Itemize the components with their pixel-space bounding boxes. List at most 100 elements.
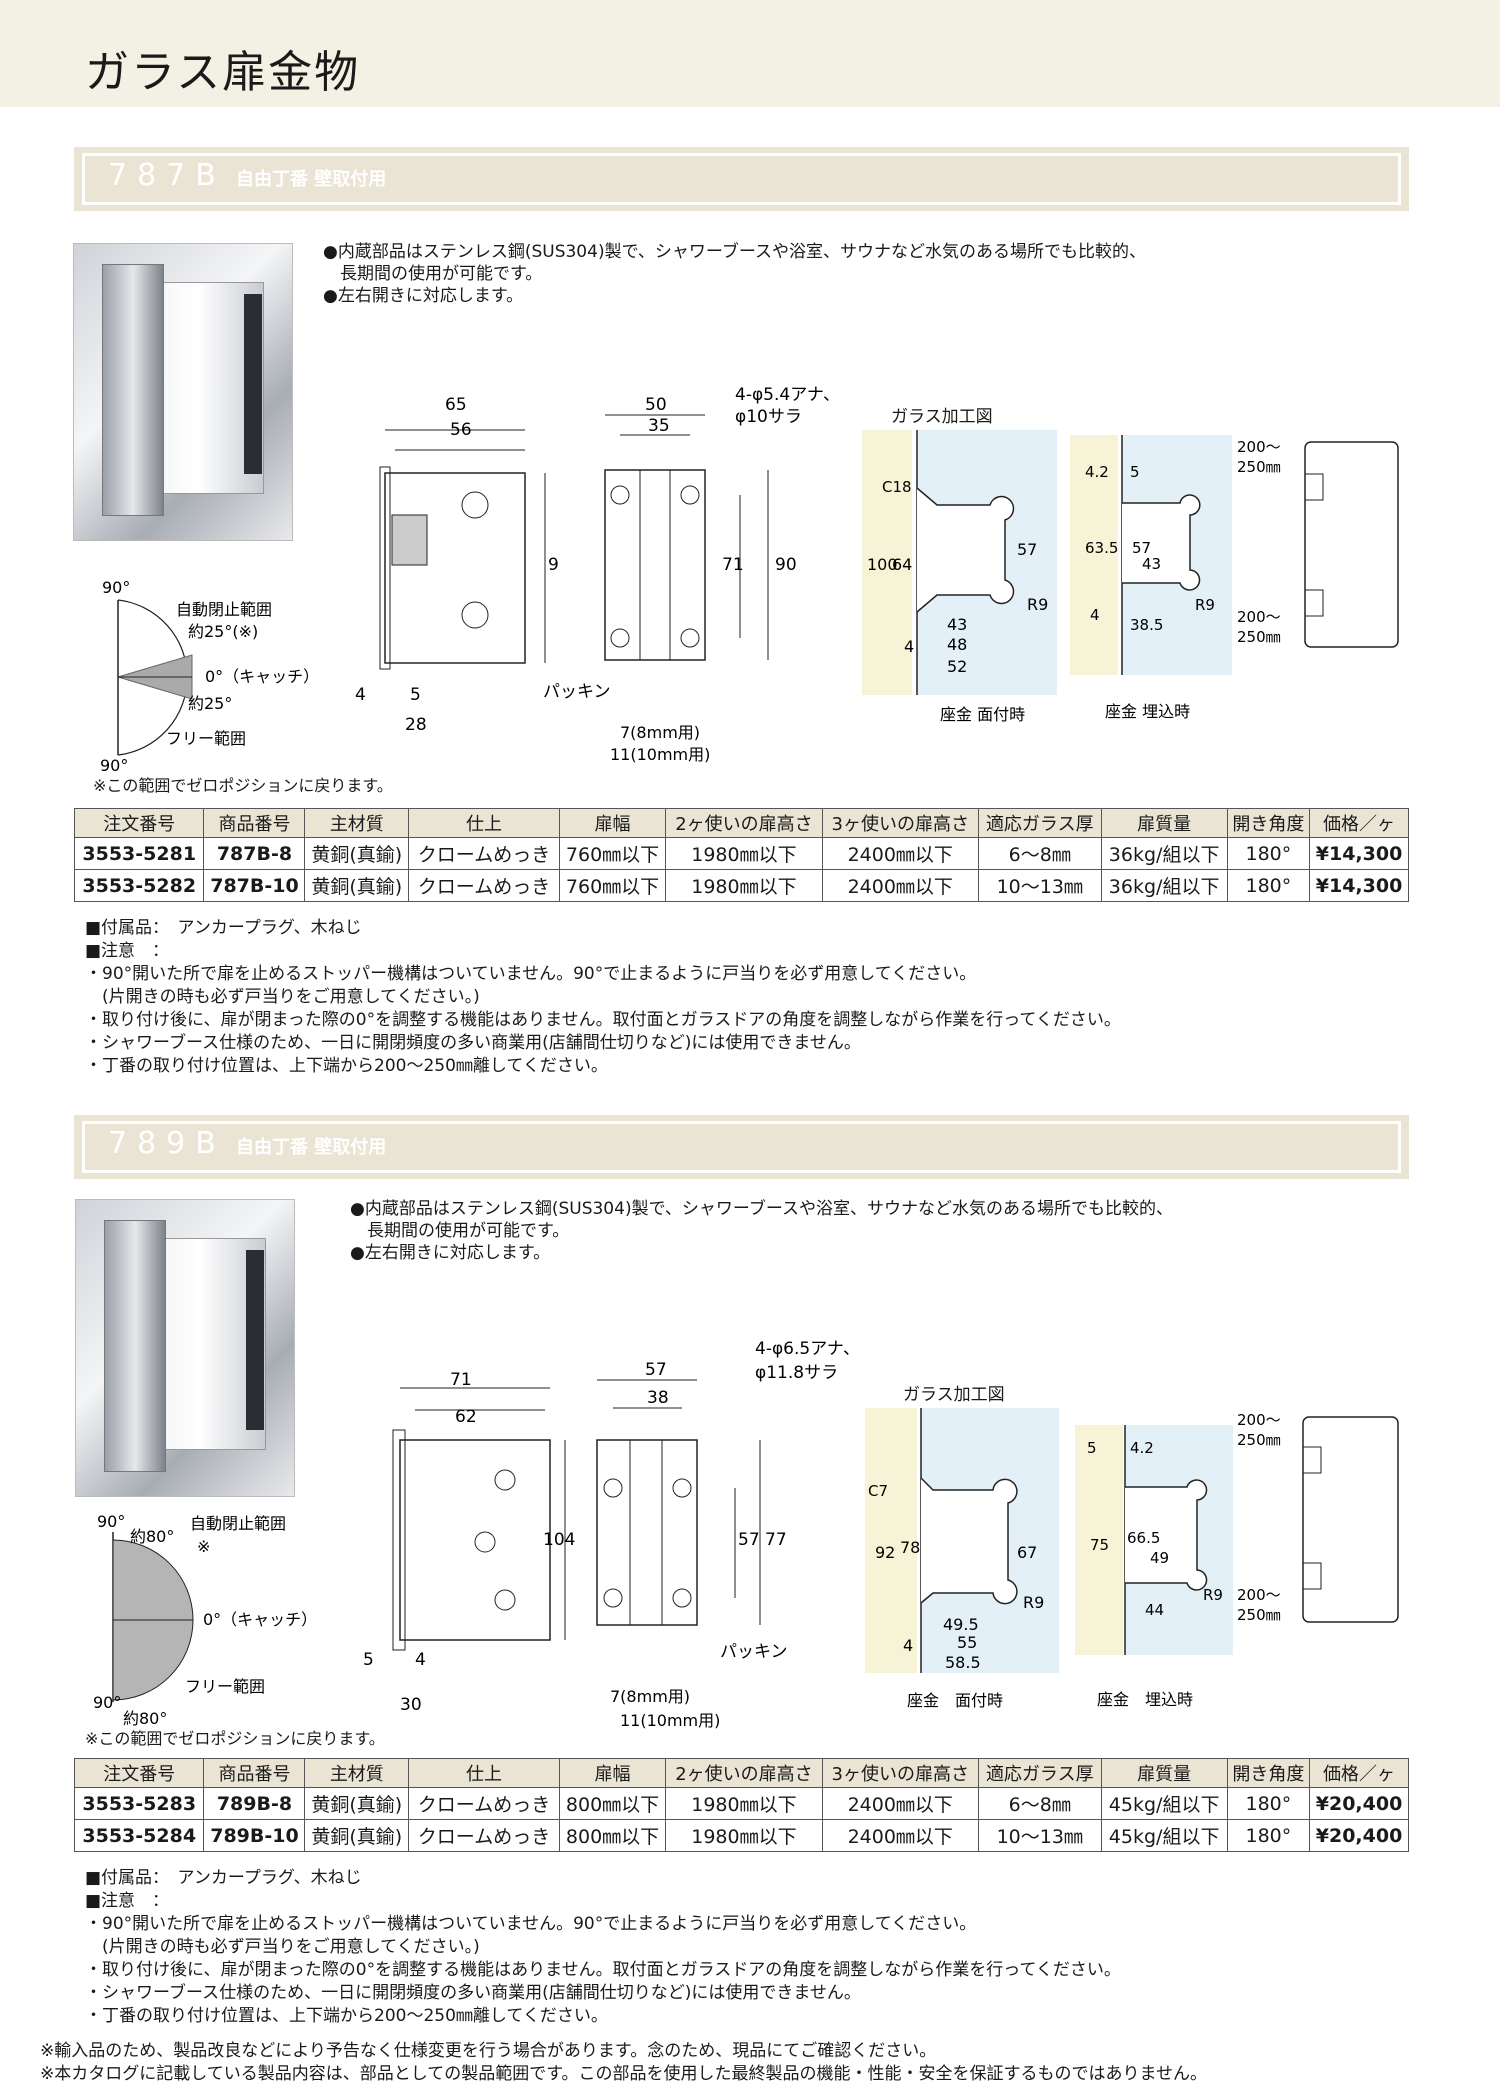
dim-b: 5 <box>410 685 421 705</box>
col-header: 扉質量 <box>1100 1758 1228 1788</box>
pos-top-2: 250㎜ <box>1237 1431 1281 1449</box>
pos-top: 200～ <box>1237 438 1281 456</box>
glass-embed-drawing: 5 4.2 75 66.5 49 44 R9 座金 埋込時 <box>1075 1425 1233 1709</box>
table-cell: 760㎜以下 <box>558 837 667 870</box>
pos-top-2: 250㎜ <box>1237 458 1281 476</box>
hole-spec: 4-φ5.4アナ、 <box>735 385 840 405</box>
dim-c: 28 <box>405 715 427 735</box>
dim-width-inner: 35 <box>648 416 670 436</box>
footer-line: ※輸入品のため、製品改良などにより予告なく仕様変更を行う場合があります。念のため… <box>40 2041 937 2061</box>
note-line: ■注意 ： <box>85 941 170 961</box>
notes-block: ■付属品： アンカープラグ、木ねじ ■注意 ： ・90°開いた所で扉を止めるスト… <box>85 917 1121 1078</box>
col-header: 主材質 <box>304 808 410 838</box>
door-position-drawing: 200～ 250㎜ 200～ 250㎜ <box>1237 1411 1399 1624</box>
radius: R9 <box>1195 596 1215 614</box>
side-view-drawing: 50 35 71 90 4-φ5.4アナ、 φ10サラ パッキン 7(8mm用)… <box>543 385 840 764</box>
product-photo <box>73 243 293 541</box>
col-header: 注文番号 <box>73 1758 205 1788</box>
spec-table: 注文番号 商品番号 主材質 仕上 扉幅 2ヶ使いの扉高さ 3ヶ使いの扉高さ 適応… <box>73 1758 1409 1852</box>
dim-h3: 57 <box>1017 540 1037 559</box>
dim-w2: 55 <box>957 1633 977 1652</box>
dim-w3: 52 <box>947 657 967 676</box>
dim-width-outer: 57 <box>645 1360 667 1380</box>
dim-b: 4 <box>415 1650 426 1670</box>
dim-height: 77 <box>765 1530 787 1550</box>
col-header: 2ヶ使いの扉高さ <box>665 808 823 838</box>
angle-note: ※この範囲でゼロポジションに戻ります。 <box>93 776 393 795</box>
dim-h1: 75 <box>1090 1536 1109 1554</box>
dim-width-outer: 65 <box>445 395 467 415</box>
table-cell: 36kg/組以下 <box>1100 837 1228 870</box>
table-cell: 3553-5284 <box>73 1819 205 1852</box>
gap-8mm: 7(8mm用) <box>620 723 700 742</box>
feature-item: ●内蔵部品はステンレス鋼(SUS304)製で、シャワーブースや浴室、サウナなど水… <box>323 242 1147 262</box>
angle-top: 90° <box>97 1512 125 1531</box>
col-header: 3ヶ使いの扉高さ <box>821 808 979 838</box>
note-line: ■付属品： アンカープラグ、木ねじ <box>85 1868 362 1888</box>
note-line: (片開きの時も必ず戸当りをご用意してください。) <box>85 987 480 1007</box>
table-cell: 2400㎜以下 <box>821 837 979 870</box>
pos-bottom-2: 250㎜ <box>1237 1606 1281 1624</box>
col-header: 注文番号 <box>73 808 205 838</box>
note-line: ・取り付け後に、扉が閉まった際の0°を調整する機能はありません。取付面とガラスド… <box>85 1010 1121 1030</box>
table-cell: 2400㎜以下 <box>821 1787 979 1820</box>
table-cell: 6～8㎜ <box>977 837 1102 870</box>
table-cell: 3553-5282 <box>73 869 205 902</box>
title-bar <box>0 0 1500 107</box>
angle-diagram: 90° 自動閉止範囲 約80° ※ 0°（キャッチ） フリー範囲 90° 約80… <box>93 1512 317 1727</box>
section-header-787b: 787B 自由丁番 壁取付用 <box>74 147 1409 211</box>
table-cell: 3553-5283 <box>73 1787 205 1820</box>
embed-label: 座金 埋込時 <box>1105 702 1190 721</box>
dim-w1: 43 <box>1142 555 1161 573</box>
dim-h1: 100 <box>867 555 898 574</box>
gap-10mm: 11(10mm用) <box>620 1711 720 1730</box>
dim-h3: 67 <box>1017 1543 1037 1562</box>
col-header: 扉質量 <box>1100 808 1228 838</box>
dim-width-outer: 71 <box>450 1370 472 1390</box>
table-cell: クロームめっき <box>408 869 560 902</box>
table-cell: クロームめっき <box>408 837 560 870</box>
dim-width-inner: 56 <box>450 420 472 440</box>
hole-spec: 4-φ6.5アナ、 <box>755 1340 860 1359</box>
angle-bottom: 90° <box>100 756 128 775</box>
dim-b: 5 <box>1087 1439 1097 1457</box>
feature-item: 長期間の使用が可能です。 <box>323 264 543 284</box>
table-cell: クロームめっき <box>408 1819 560 1852</box>
spec-table: 注文番号 商品番号 主材質 仕上 扉幅 2ヶ使いの扉高さ 3ヶ使いの扉高さ 適応… <box>73 808 1409 902</box>
dim-w1: 49 <box>1150 1549 1169 1567</box>
section-code: 789B <box>108 1126 226 1161</box>
note-line: ■注意 ： <box>85 1891 170 1911</box>
door-position-drawing: 200～ 250㎜ 200～ 250㎜ <box>1237 438 1399 648</box>
note-line: ・90°開いた所で扉を止めるストッパー機構はついていません。90°で止まるように… <box>85 964 977 984</box>
dim-w2: 48 <box>947 635 967 654</box>
catch-label: 0°（キャッチ） <box>205 667 319 686</box>
approx-bottom: 約80° <box>123 1709 167 1727</box>
side-view-drawing: 57 38 57 77 4-φ6.5アナ、 φ11.8サラ パッキン 7(8mm… <box>596 1340 860 1730</box>
table-cell: 黄銅(真鍮) <box>304 869 410 902</box>
table-cell: 800㎜以下 <box>558 1787 667 1820</box>
dim-h1: 63.5 <box>1085 539 1118 557</box>
gap-10mm: 11(10mm用) <box>610 745 710 764</box>
dim-inner-height: 57 <box>738 1530 760 1550</box>
dim-a: 4 <box>355 685 366 705</box>
table-cell: ¥20,400 <box>1309 1819 1409 1852</box>
table-header-row: 注文番号 商品番号 主材質 仕上 扉幅 2ヶ使いの扉高さ 3ヶ使いの扉高さ 適応… <box>73 808 1409 838</box>
footer-notes: ※輸入品のため、製品改良などにより予告なく仕様変更を行う場合があります。念のため… <box>40 2040 1207 2086</box>
note-line: ・取り付け後に、扉が閉まった際の0°を調整する機能はありません。取付面とガラスド… <box>85 1960 1121 1980</box>
col-header: 扉幅 <box>558 1758 667 1788</box>
note-line: ・丁番の取り付け位置は、上下端から200～250㎜離してください。 <box>85 1056 608 1076</box>
table-cell: 1980㎜以下 <box>665 837 823 870</box>
notes-block: ■付属品： アンカープラグ、木ねじ ■注意 ： ・90°開いた所で扉を止めるスト… <box>85 1867 1121 2028</box>
dim-height: 90 <box>775 555 797 575</box>
approx-top: 約25°(※) <box>188 622 258 641</box>
dim-h2: 78 <box>900 1538 920 1557</box>
dim-a: 4.2 <box>1085 463 1109 481</box>
table-cell: 3553-5281 <box>73 837 205 870</box>
radius: R9 <box>1023 1593 1044 1612</box>
table-cell: 787B-10 <box>203 869 306 902</box>
angle-bottom: 90° <box>93 1693 121 1712</box>
col-header: 価格／ヶ <box>1309 808 1409 838</box>
section-subtitle: 自由丁番 壁取付用 <box>236 1137 387 1158</box>
